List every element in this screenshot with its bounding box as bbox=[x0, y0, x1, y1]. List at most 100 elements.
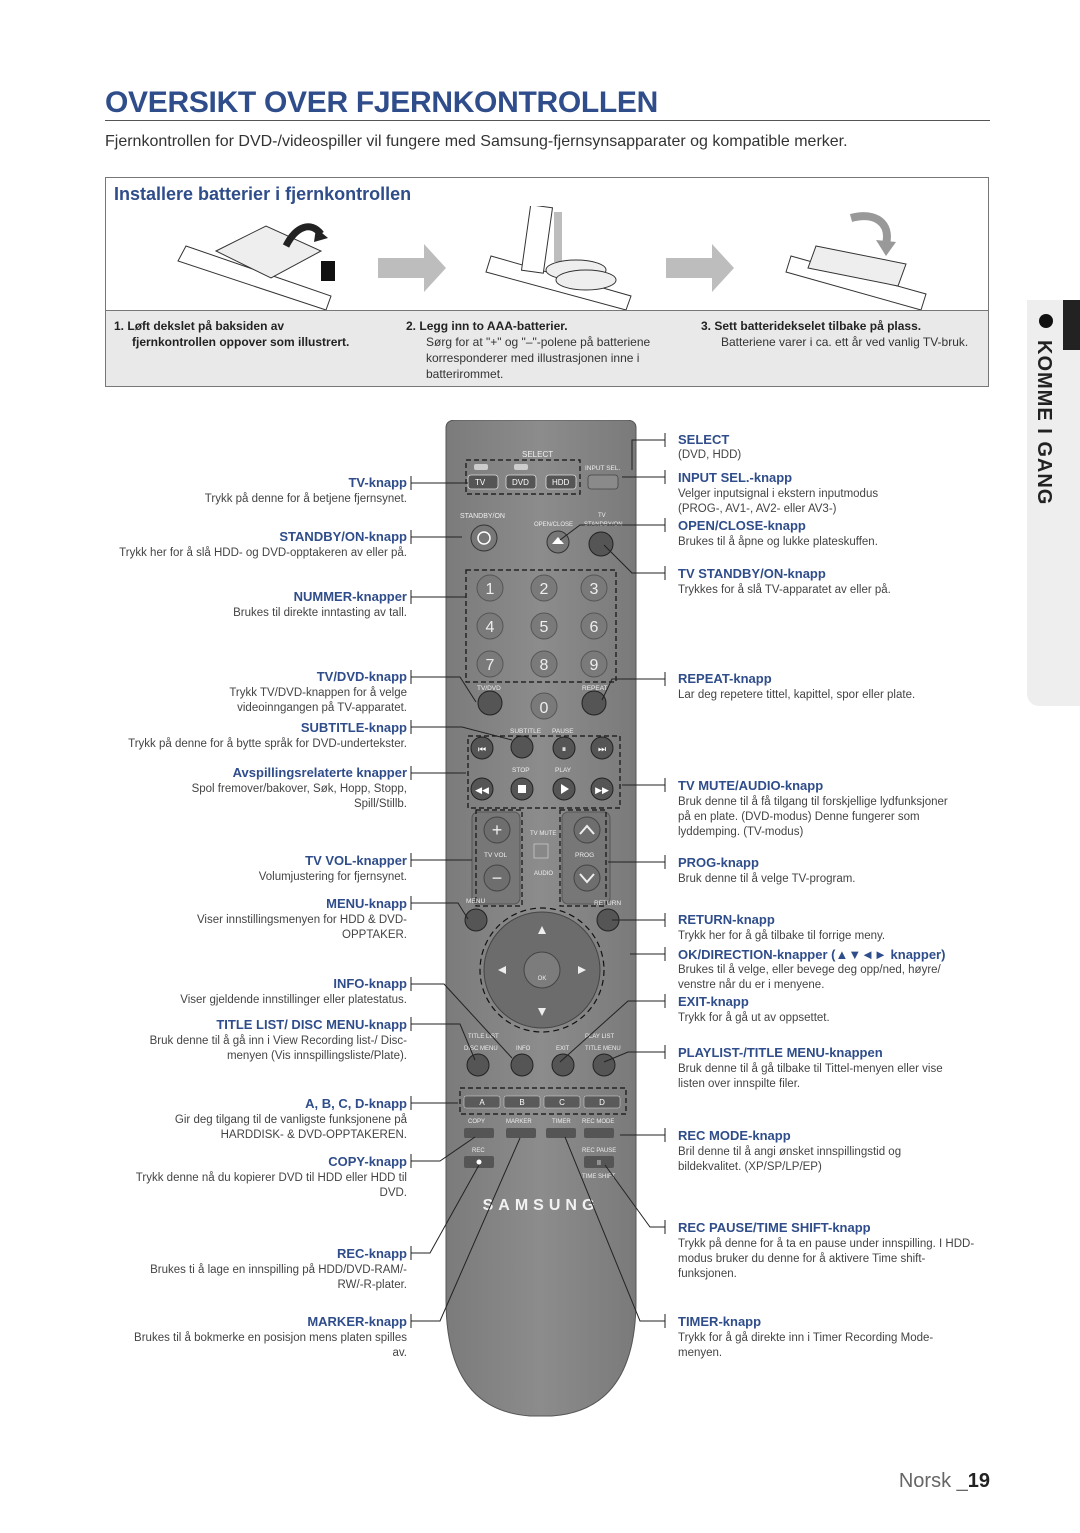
callout-standby-desc: Trykk her for å slå HDD- og DVD-opptaker… bbox=[119, 547, 407, 559]
step-number: 1. bbox=[114, 319, 125, 333]
svg-text:2: 2 bbox=[540, 581, 549, 598]
callout-tvvol-desc: Volumjustering for fjernsynet. bbox=[258, 871, 407, 883]
svg-text:OPEN/CLOSE: OPEN/CLOSE bbox=[534, 522, 573, 528]
callout-copy-label: COPY-knapp bbox=[328, 1154, 407, 1169]
svg-text:PLAY: PLAY bbox=[555, 767, 572, 774]
svg-text:DVD: DVD bbox=[512, 478, 529, 487]
page-title: OVERSIKT OVER FJERNKONTROLLEN bbox=[105, 86, 659, 119]
svg-text:INPUT SEL.: INPUT SEL. bbox=[585, 465, 620, 472]
callout-ok-desc: Brukes til å velge, eller bevege deg opp… bbox=[678, 964, 941, 991]
callout-repeat-label: REPEAT-knapp bbox=[678, 671, 772, 686]
callout-info-label: INFO-knapp bbox=[333, 976, 407, 991]
svg-text:4: 4 bbox=[486, 619, 495, 636]
svg-text:REC MODE: REC MODE bbox=[582, 1119, 614, 1125]
svg-text:TITLE LIST: TITLE LIST bbox=[468, 1034, 499, 1040]
section-tab-label: KOMME I GANG bbox=[1033, 340, 1055, 506]
footer-language: Norsk _ bbox=[898, 1470, 968, 1492]
callout-playlist-label: PLAYLIST-/TITLE MENU-knappen bbox=[678, 1045, 883, 1060]
svg-text:TV: TV bbox=[598, 513, 606, 519]
callout-tvmute-desc: Bruk denne til å få tilgang til forskjel… bbox=[678, 796, 948, 838]
samsung-logo: SAMSUNG bbox=[483, 1197, 600, 1214]
step-heading: Legg inn to AAA-batterier. bbox=[419, 319, 568, 333]
callout-prog-label: PROG-knapp bbox=[678, 855, 759, 870]
svg-text:PROG: PROG bbox=[575, 852, 594, 859]
page-footer: Norsk _19 bbox=[899, 1470, 990, 1493]
svg-text:⏭: ⏭ bbox=[598, 744, 606, 754]
callout-tvdvd-desc: Trykk TV/DVD-knappen for å velge videoin… bbox=[229, 687, 407, 714]
callout-subtitle-label: SUBTITLE-knapp bbox=[300, 720, 407, 735]
battery-instructions-box: Installere batterier i fjernkontrollen bbox=[105, 177, 989, 387]
svg-text:7: 7 bbox=[486, 657, 495, 674]
callout-timer-desc: Trykk for å gå direkte inn i Timer Recor… bbox=[678, 1332, 934, 1359]
svg-text:8: 8 bbox=[540, 657, 549, 674]
svg-text:REPEAT: REPEAT bbox=[582, 685, 608, 692]
callout-standby-label: STANDBY/ON-knapp bbox=[279, 529, 407, 544]
section-tab-accent bbox=[1063, 300, 1080, 350]
arrow-right-icon bbox=[378, 244, 446, 292]
callout-number-desc: Brukes til direkte inntasting av tall. bbox=[233, 607, 407, 619]
callout-tv-label: TV-knapp bbox=[348, 475, 407, 490]
callout-exit-desc: Trykk for å gå ut av oppsettet. bbox=[678, 1012, 830, 1024]
callout-tv-desc: Trykk på denne for å betjene fjernsynet. bbox=[204, 493, 407, 505]
title-divider bbox=[105, 120, 990, 121]
svg-text:RETURN: RETURN bbox=[594, 900, 621, 907]
step-text: Sørg for at "+" og "–"-polene på batteri… bbox=[426, 335, 651, 381]
svg-text:A: A bbox=[479, 1098, 485, 1107]
svg-text:+: + bbox=[492, 820, 503, 840]
svg-text:DISC MENU: DISC MENU bbox=[464, 1046, 498, 1052]
callout-info-desc: Viser gjeldende innstillinger eller plat… bbox=[180, 994, 407, 1006]
remote-batteries-image bbox=[485, 206, 632, 310]
callout-playback-label: Avspillingsrelaterte knapper bbox=[232, 765, 407, 780]
svg-text:AUDIO: AUDIO bbox=[534, 871, 553, 877]
callout-select-label: SELECT bbox=[678, 432, 730, 447]
svg-text:5: 5 bbox=[540, 619, 549, 636]
callout-tvdvd-label: TV/DVD-knapp bbox=[316, 669, 407, 684]
svg-text:MENU: MENU bbox=[466, 898, 485, 905]
section-tab bbox=[1027, 300, 1080, 706]
callout-select-desc: (DVD, HDD) bbox=[678, 449, 742, 461]
page-number: 19 bbox=[967, 1470, 990, 1492]
callout-tvstandby-label: TV STANDBY/ON-knapp bbox=[678, 566, 826, 581]
step-number: 3. bbox=[701, 319, 712, 333]
svg-text:TIMER: TIMER bbox=[552, 1119, 571, 1125]
svg-text:OK: OK bbox=[538, 976, 547, 982]
section-bullet-icon bbox=[1039, 314, 1053, 328]
svg-text:PLAY LIST: PLAY LIST bbox=[585, 1034, 614, 1040]
callout-return-desc: Trykk her for å gå tilbake til forrige m… bbox=[678, 930, 886, 942]
callout-tvstandby-desc: Trykkes for å slå TV-apparatet av eller … bbox=[678, 584, 891, 596]
step-text: fjernkontrollen oppover som illustrert. bbox=[132, 335, 350, 349]
svg-text:EXIT: EXIT bbox=[556, 1046, 570, 1052]
svg-text:◀◀: ◀◀ bbox=[475, 785, 489, 795]
callout-tvvol-label: TV VOL-knapper bbox=[305, 853, 407, 868]
svg-text:3: 3 bbox=[590, 581, 599, 598]
svg-text:TV/DVD: TV/DVD bbox=[477, 685, 501, 692]
callout-inputsel-desc: Velger inputsignal i ekstern inputmodus … bbox=[678, 488, 879, 515]
svg-text:TV VOL: TV VOL bbox=[484, 852, 508, 859]
callout-abcd-label: A, B, C, D-knapp bbox=[305, 1096, 407, 1111]
svg-text:II: II bbox=[597, 1160, 601, 1167]
svg-text:MARKER: MARKER bbox=[506, 1119, 532, 1125]
callout-copy-desc: Trykk denne nå du kopierer DVD til HDD e… bbox=[135, 1172, 407, 1199]
callout-marker-label: MARKER-knapp bbox=[307, 1314, 407, 1329]
svg-text:C: C bbox=[559, 1098, 565, 1107]
callout-tvmute-label: TV MUTE/AUDIO-knapp bbox=[678, 778, 824, 793]
battery-steps-bar bbox=[106, 310, 988, 386]
callout-return-label: RETURN-knapp bbox=[678, 912, 775, 927]
callout-titlelist-label: TITLE LIST/ DISC MENU-knapp bbox=[216, 1017, 407, 1032]
callout-recpause-label: REC PAUSE/TIME SHIFT-knapp bbox=[678, 1220, 871, 1235]
svg-text:COPY: COPY bbox=[468, 1119, 485, 1125]
svg-text:⏮: ⏮ bbox=[478, 744, 486, 754]
svg-text:TV: TV bbox=[475, 478, 486, 487]
callout-exit-label: EXIT-knapp bbox=[678, 994, 749, 1009]
svg-text:TIME SHIFT: TIME SHIFT bbox=[582, 1174, 616, 1180]
arrow-right-icon bbox=[666, 244, 734, 292]
callout-openclose-desc: Brukes til å åpne og lukke plateskuffen. bbox=[678, 536, 878, 548]
svg-text:HDD: HDD bbox=[552, 478, 570, 487]
callout-rec-label: REC-knapp bbox=[336, 1246, 407, 1261]
remote-back-open-image bbox=[177, 223, 335, 310]
svg-text:TITLE MENU: TITLE MENU bbox=[585, 1046, 621, 1052]
callout-titlelist-desc: Bruk denne til å gå inn i View Recording… bbox=[149, 1035, 407, 1062]
callout-prog-desc: Bruk denne til å velge TV-program. bbox=[678, 873, 856, 885]
battery-section-title: Installere batterier i fjernkontrollen bbox=[114, 184, 412, 204]
